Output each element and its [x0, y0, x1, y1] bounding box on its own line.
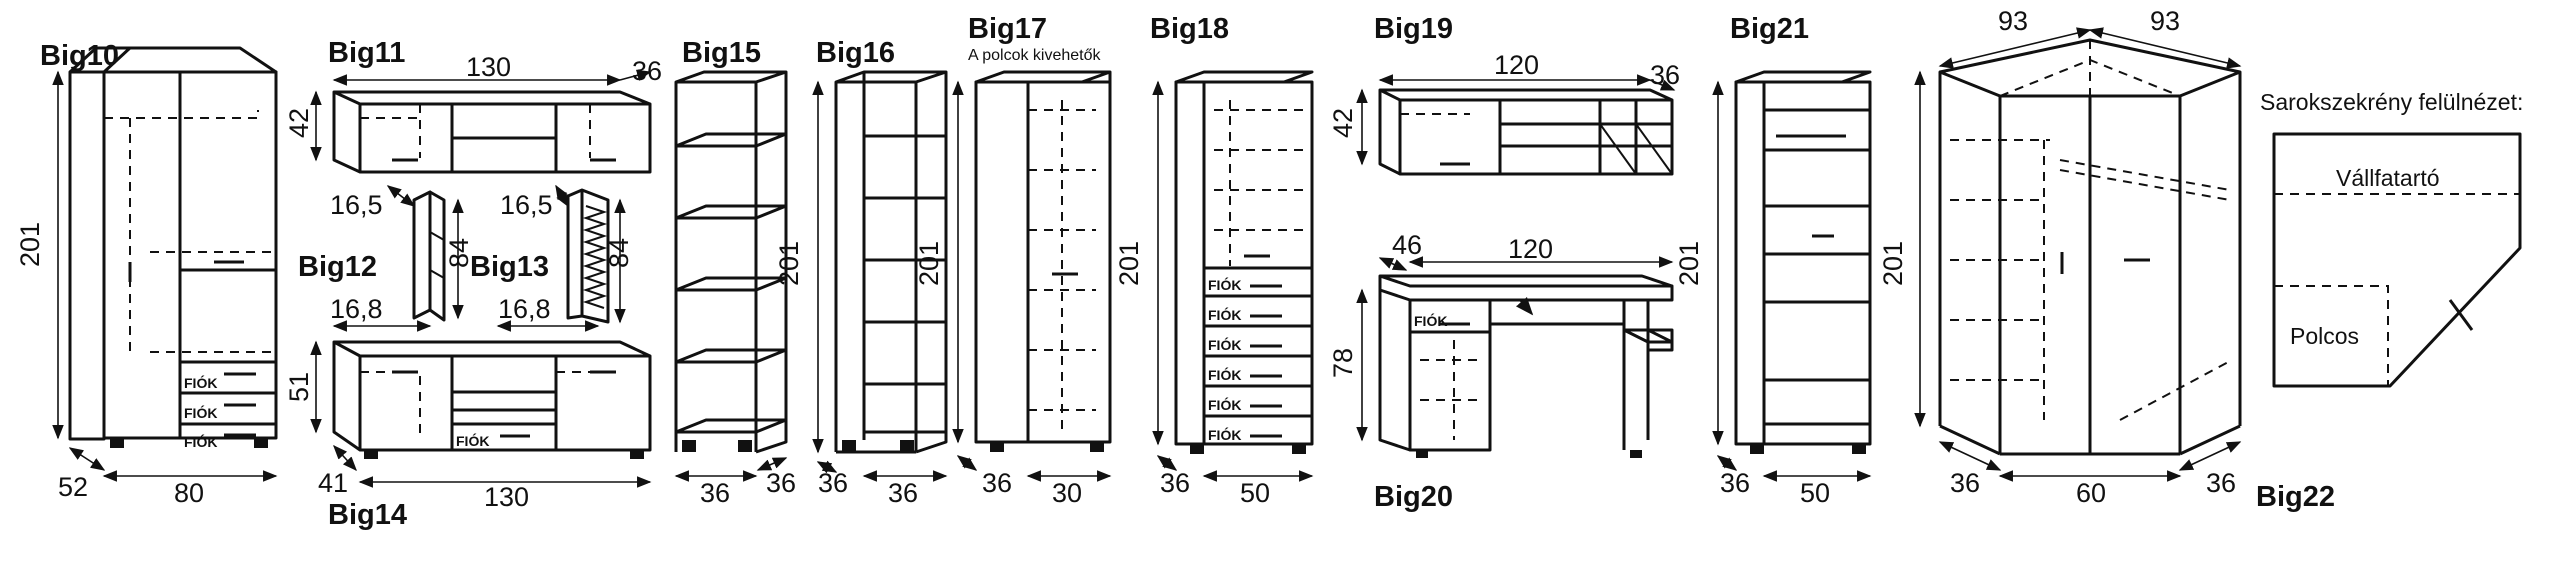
big21-label: Big21	[1730, 13, 1809, 45]
big14-tv-stand: FIÓK 51 41 130 Big14	[284, 340, 652, 531]
big20-dim-width: 120	[1508, 234, 1553, 264]
big19-dim-width: 120	[1494, 50, 1539, 80]
big16-dim-height: 201	[774, 241, 804, 286]
big22-label: Big22	[2256, 481, 2335, 513]
big15-label: Big15	[682, 37, 761, 69]
big18-drawer-4: FIÓK	[1208, 366, 1241, 383]
big21-dim-width: 50	[1800, 478, 1830, 508]
big15-dim-depth: 36	[766, 468, 796, 498]
big18-dim-width: 50	[1240, 478, 1270, 508]
big22-dim-depth-left: 36	[1950, 468, 1980, 498]
big22-dim-side-left: 93	[1998, 6, 2028, 36]
big18-drawer-2: FIÓK	[1208, 306, 1241, 323]
big19-dim-height: 42	[1328, 108, 1358, 138]
big20-desk: 46 120 FIÓK 78 Big20	[1328, 230, 1674, 513]
big16-dim-width: 36	[888, 478, 918, 508]
big16-shelf-unit: Big16 201 36 36	[774, 37, 948, 508]
big17-note: A polcok kivehetők	[968, 47, 1102, 64]
big16-label: Big16	[816, 37, 895, 69]
big10-dim-width: 80	[174, 478, 204, 508]
big18-drawer-3: FIÓK	[1208, 336, 1241, 353]
corner-view-top-label: Vállfatartó	[2336, 165, 2440, 191]
big10-label: Big10	[40, 40, 119, 72]
big13-dim-width: 16,8	[498, 294, 551, 324]
big20-dim-depth: 46	[1392, 230, 1422, 260]
big21-dim-depth: 36	[1720, 468, 1750, 498]
big19-label: Big19	[1374, 13, 1453, 45]
big12-dim-width: 16,8	[330, 294, 383, 324]
corner-view-bottom-label: Polcos	[2290, 323, 2359, 349]
big14-drawer: FIÓK	[456, 432, 489, 449]
big15-dim-width: 36	[700, 478, 730, 508]
big20-dim-height: 78	[1328, 348, 1358, 378]
big18-drawer-cabinet: Big18 FIÓK FIÓK FIÓK FIÓK FIÓK FIÓK 201 …	[1114, 13, 1314, 508]
big10-dim-depth: 52	[58, 472, 88, 502]
big21-dim-height: 201	[1674, 241, 1704, 286]
big18-dim-height: 201	[1114, 241, 1144, 286]
big19-dim-depth: 36	[1650, 60, 1680, 90]
big18-label: Big18	[1150, 13, 1229, 45]
big18-dim-depth: 36	[1160, 468, 1190, 498]
big20-drawer: FIÓK	[1414, 312, 1447, 329]
big13-cd-rack: 16,5 84 Big13 16,8	[470, 184, 634, 332]
big21-shelf-cabinet: Big21 201 36 50	[1674, 13, 1872, 508]
big11-wall-cabinet: Big11 130 36 42	[284, 37, 662, 174]
big17-dim-width: 30	[1052, 478, 1082, 508]
corner-top-view: Sarokszekrény felülnézet: Vállfatartó Po…	[2260, 89, 2523, 388]
big17-label: Big17	[968, 13, 1047, 45]
big10-drawer-3: FIÓK	[184, 433, 217, 450]
big14-dim-depth: 41	[318, 468, 348, 498]
big12-dim-depth: 16,5	[330, 190, 383, 220]
big18-drawer-5: FIÓK	[1208, 396, 1241, 413]
big10-drawer-2: FIÓK	[184, 404, 217, 421]
big22-dim-depth-right: 36	[2206, 468, 2236, 498]
big17-dim-height: 201	[914, 241, 944, 286]
big12-label: Big12	[298, 251, 377, 283]
big13-label: Big13	[470, 251, 549, 283]
big11-dim-height: 42	[284, 108, 314, 138]
big18-drawer-6: FIÓK	[1208, 426, 1241, 443]
big20-label: Big20	[1374, 481, 1453, 513]
big12-dim-height: 84	[444, 238, 474, 268]
big14-label: Big14	[328, 499, 407, 531]
big10-dim-height: 201	[15, 222, 45, 267]
big16-dim-depth: 36	[818, 468, 848, 498]
big14-dim-height: 51	[284, 372, 314, 402]
big22-corner-wardrobe: 93 93 201 36 60 36 Big22	[1878, 6, 2335, 513]
big13-dim-height: 84	[604, 238, 634, 268]
big11-label: Big11	[328, 37, 405, 69]
big12-shelf: 16,5 84 Big12 16,8	[298, 185, 474, 332]
big11-dim-width: 130	[466, 52, 511, 82]
big15-shelf-unit: Big15 36 36	[674, 37, 796, 508]
big17-dim-depth: 36	[982, 468, 1012, 498]
big18-drawer-1: FIÓK	[1208, 276, 1241, 293]
big22-dim-side-right: 93	[2150, 6, 2180, 36]
big10-wardrobe: Big10 FIÓK FIÓK FIÓK 201 52 80	[15, 40, 278, 508]
big22-dim-width: 60	[2076, 478, 2106, 508]
big19-wall-shelf: Big19 120 36 42	[1328, 13, 1680, 176]
corner-view-title: Sarokszekrény felülnézet:	[2260, 89, 2523, 115]
big11-dim-depth: 36	[632, 56, 662, 86]
big13-dim-depth: 16,5	[500, 190, 553, 220]
big22-dim-height: 201	[1878, 241, 1908, 286]
big14-dim-width: 130	[484, 482, 529, 512]
big17-tall-cabinet: Big17 A polcok kivehetők 201 36 30	[914, 13, 1112, 508]
big10-drawer-1: FIÓK	[184, 374, 217, 391]
